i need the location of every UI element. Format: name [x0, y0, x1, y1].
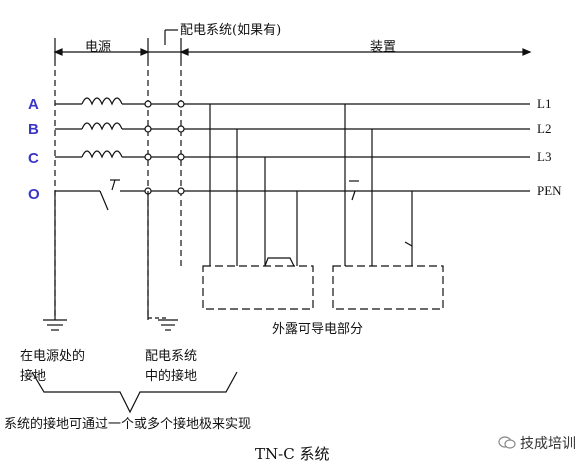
- phase-label-c: C: [28, 150, 39, 167]
- dist-earth-label-2: 中的接地: [145, 369, 198, 384]
- line-tag-pen: PEN: [537, 183, 562, 198]
- line-tag-l3: L3: [537, 149, 552, 164]
- line-tag-l1: L1: [537, 96, 552, 111]
- equipment-2: [332, 265, 444, 310]
- diagram-caption: TN-C 系统: [255, 445, 330, 463]
- earth-note: 系统的接地可通过一个或多个接地极来实现: [4, 417, 252, 432]
- phase-label-a: A: [28, 96, 39, 113]
- watermark: 技成培训: [498, 433, 576, 453]
- phase-label-o: O: [28, 186, 40, 203]
- power-source-label: 电源: [85, 40, 112, 55]
- distribution-system-label: 配电系统(如果有): [180, 23, 282, 38]
- earth-bracket: [31, 371, 238, 414]
- bus-l2: [55, 122, 530, 131]
- dist-earth-symbol: [158, 319, 178, 331]
- bus-l1: [55, 97, 530, 106]
- bus-pen: [55, 179, 530, 211]
- exposed-conductive-label: 外露可导电部分: [272, 322, 364, 337]
- dist-earth-label-1: 配电系统: [145, 349, 198, 364]
- installation-label: 装置: [370, 40, 397, 55]
- wechat-icon: [498, 436, 516, 449]
- source-earth-label-2: 接地: [20, 369, 47, 384]
- watermark-text: 技成培训: [520, 436, 576, 452]
- equipment-1: [202, 265, 314, 310]
- line-tag-l2: L2: [537, 121, 552, 136]
- phase-label-b: B: [28, 121, 39, 138]
- source-earth-label-1: 在电源处的: [20, 349, 86, 364]
- bus-l3: [55, 150, 530, 159]
- source-earth-symbol: [43, 319, 67, 331]
